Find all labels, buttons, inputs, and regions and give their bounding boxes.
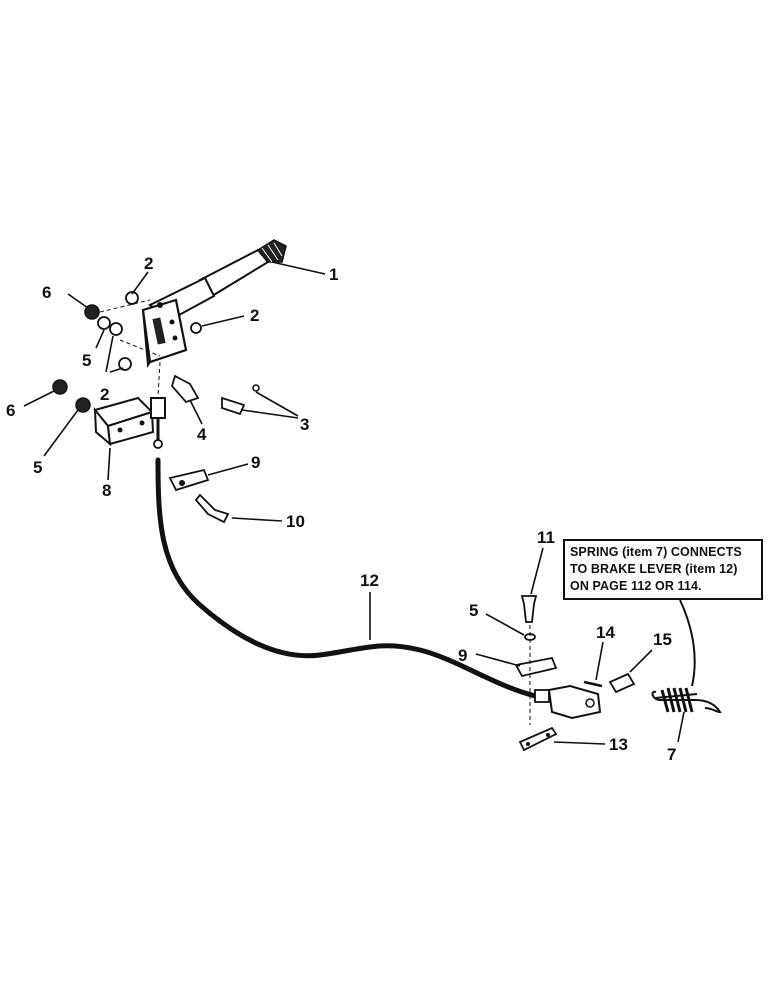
callout-9a: 9 [251,453,260,472]
callout-10: 10 [286,512,305,531]
callout-5b: 5 [33,458,42,477]
callout-13: 13 [609,735,628,754]
cable-lower-end [534,684,602,720]
callout-12: 12 [360,571,379,590]
cable-upper-end [150,397,166,449]
callout-4: 4 [197,425,207,444]
callout-5c: 5 [469,601,478,620]
note-line-1: SPRING (item 7) CONNECTS [570,545,742,559]
callout-11: 11 [537,528,555,547]
callout-1: 1 [329,265,338,284]
callout-6b: 6 [6,401,15,420]
leader-lines [23,261,685,745]
callout-2b: 2 [250,306,259,325]
note-line-2: TO BRAKE LEVER (item 12) [570,562,738,576]
callout-8: 8 [102,481,111,500]
callout-2a: 2 [144,254,153,273]
mounting-block [52,379,155,447]
lower-hardware [514,595,636,752]
spring-connection-note: SPRING (item 7) CONNECTS TO BRAKE LEVER … [563,539,763,600]
callout-6a: 6 [42,283,51,302]
upper-clamp [168,468,230,524]
callout-5a: 5 [82,351,91,370]
brake-cable [155,457,548,701]
callout-15: 15 [653,630,672,649]
callout-3: 3 [300,415,309,434]
callout-9b: 9 [458,646,467,665]
note-line-3: ON PAGE 112 OR 114. [570,579,702,593]
brake-lever-handle [141,239,287,368]
callout-2c: 2 [100,385,109,404]
callout-14: 14 [596,623,615,642]
callout-labels: 1 2 2 2 3 4 5 5 5 6 6 7 8 9 9 10 11 12 1… [6,254,676,764]
lever-hardware [84,291,260,416]
return-spring [651,599,722,714]
callout-7: 7 [667,745,676,764]
